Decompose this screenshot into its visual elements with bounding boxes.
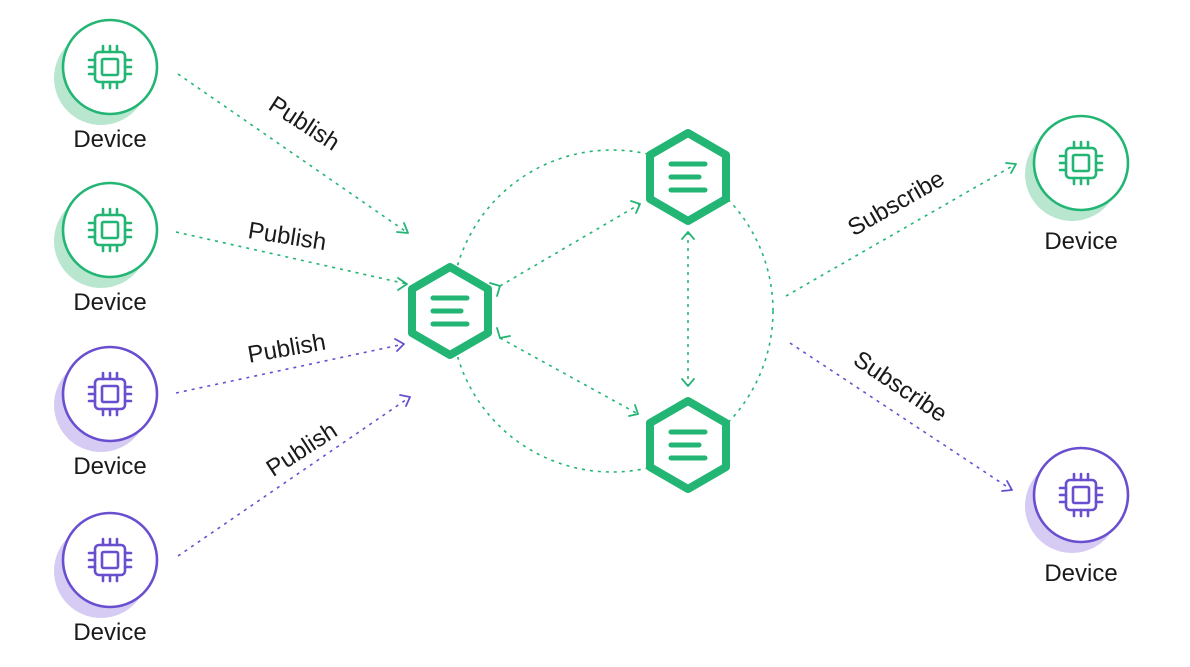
publish-link-4 [177, 394, 411, 557]
publish-link-2 [175, 231, 408, 291]
subscribe-label-2: Subscribe [848, 346, 952, 428]
subscriber-device-2: Device [1025, 446, 1130, 587]
device-label: Device [1044, 560, 1117, 587]
broker-hexagon-icon [650, 401, 726, 489]
publish-label-2: Publish [246, 217, 328, 256]
broker-top [650, 133, 726, 221]
device-label: Device [73, 126, 146, 153]
publish-label-1: Publish [264, 91, 345, 157]
publisher-device-4: Device [54, 511, 159, 646]
device-label: Device [73, 619, 146, 646]
publish-link-1 [177, 73, 409, 234]
device-label: Device [73, 289, 146, 316]
broker-bottom [650, 401, 726, 489]
publisher-device-1: Device [54, 18, 159, 153]
cluster-links [489, 200, 695, 417]
broker-hexagon-icon [412, 267, 488, 355]
broker-left [412, 267, 488, 355]
subscribe-link-1 [785, 162, 1017, 297]
broker-hexagon-icon [650, 133, 726, 221]
subscribe-link-2 [789, 342, 1013, 492]
publisher-device-2: Device [54, 181, 159, 316]
publish-label-4: Publish [262, 417, 343, 483]
publisher-device-3: Device [54, 345, 159, 480]
subscribe-label-1: Subscribe [843, 165, 949, 242]
device-label: Device [73, 453, 146, 480]
publish-label-3: Publish [246, 328, 328, 368]
device-label: Device [1044, 228, 1117, 255]
subscriber-device-1: Device [1025, 114, 1130, 255]
publish-link-3 [175, 338, 405, 394]
